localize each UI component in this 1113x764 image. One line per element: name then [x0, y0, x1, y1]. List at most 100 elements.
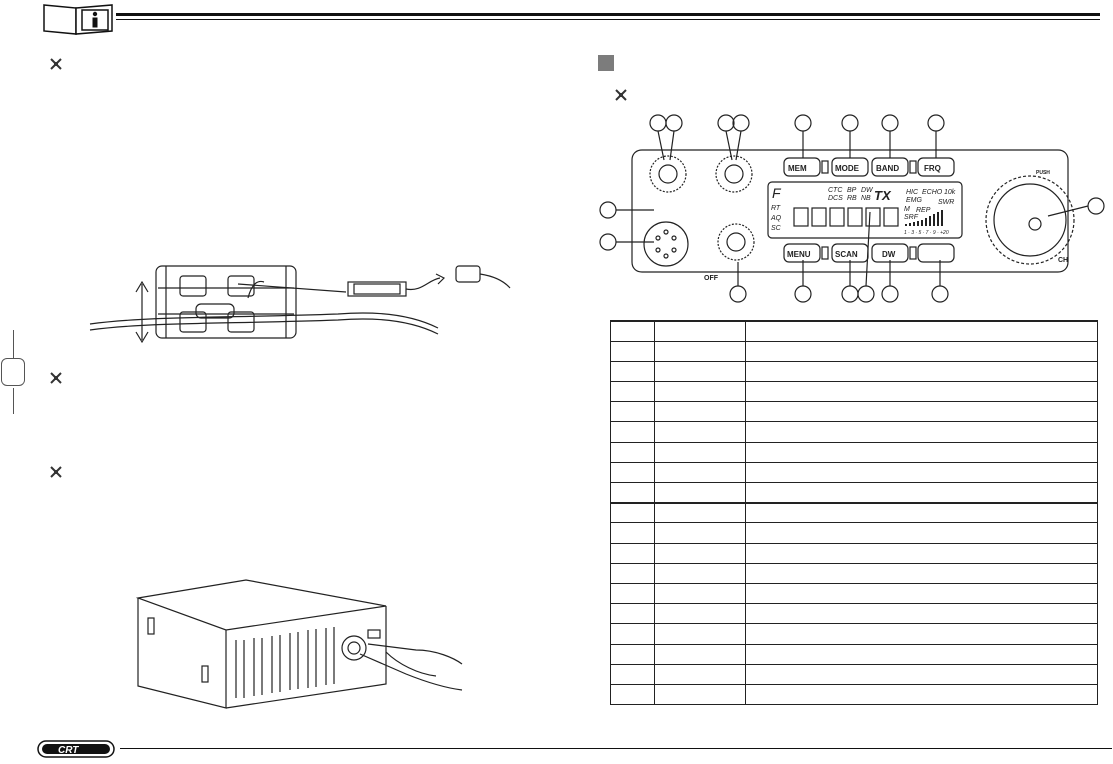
table-cell	[745, 683, 1098, 706]
table-cell	[654, 582, 746, 605]
table-cell	[654, 381, 746, 403]
table-cell	[610, 401, 655, 423]
table-cell	[654, 481, 746, 504]
table-cell	[654, 542, 746, 564]
table-row	[610, 481, 1098, 504]
table-cell	[745, 663, 1098, 685]
table-cell	[654, 421, 746, 443]
lcd-srf: SRF	[904, 214, 919, 221]
side-tab-line	[13, 330, 14, 358]
table-cell	[745, 562, 1098, 584]
table-cell	[610, 643, 655, 665]
table-cell	[610, 461, 655, 484]
band-button-label: BAND	[876, 164, 899, 173]
table-cell	[745, 643, 1098, 665]
cross-bullet-icon	[50, 372, 62, 384]
table-row	[610, 683, 1098, 706]
lcd-rt: RT	[771, 205, 781, 212]
table-cell	[654, 340, 746, 362]
table-cell	[654, 683, 746, 706]
table-cell	[654, 623, 746, 645]
table-cell	[610, 441, 655, 463]
side-tab-line	[13, 388, 14, 414]
table-cell	[745, 623, 1098, 645]
table-cell	[745, 441, 1098, 463]
table-row	[610, 582, 1098, 605]
off-label: OFF	[704, 275, 719, 282]
lcd-bp: BP	[847, 187, 857, 194]
table-cell	[654, 360, 746, 383]
lcd-emg: EMG	[906, 197, 923, 204]
table-cell	[745, 582, 1098, 605]
table-row	[610, 603, 1098, 625]
push-label: PUSH	[1036, 170, 1050, 176]
table-row	[610, 461, 1098, 484]
table-row	[610, 441, 1098, 463]
table-cell	[654, 501, 746, 524]
table-cell	[610, 562, 655, 584]
table-row	[610, 623, 1098, 645]
table-cell	[745, 461, 1098, 484]
table-cell	[610, 582, 655, 605]
lcd-swr: SWR	[938, 199, 954, 206]
ch-label: CH	[1058, 257, 1068, 264]
table-cell	[610, 522, 655, 544]
lcd-dcs: DCS	[828, 195, 843, 202]
table-cell	[745, 381, 1098, 403]
table-cell	[654, 643, 746, 665]
lcd-dw: DW	[861, 187, 874, 194]
cross-bullet-icon	[50, 466, 62, 478]
footer-rule	[120, 748, 1112, 749]
table-cell	[610, 501, 655, 524]
table-cell	[610, 340, 655, 362]
lcd-rep: REP	[916, 207, 931, 214]
lcd-aq: AQ	[770, 215, 782, 222]
lcd-rb: RB	[847, 195, 857, 202]
table-cell	[654, 401, 746, 423]
table-cell	[610, 319, 655, 342]
crt-logo: CRT	[36, 739, 116, 759]
table-row	[610, 522, 1098, 544]
table-cell	[745, 401, 1098, 423]
table-cell	[610, 663, 655, 685]
lcd-10k: 10k	[944, 189, 956, 196]
table-row	[610, 401, 1098, 423]
table-cell	[745, 319, 1098, 342]
table-cell	[654, 461, 746, 484]
table-cell	[745, 603, 1098, 625]
cross-bullet-icon	[50, 58, 62, 70]
table-cell	[745, 360, 1098, 383]
table-cell	[654, 603, 746, 625]
table-row	[610, 319, 1098, 342]
table-cell	[654, 319, 746, 342]
header-rule	[116, 13, 1100, 16]
lcd-hic: HIC	[906, 189, 919, 196]
table-row	[610, 340, 1098, 362]
frq-button-label: FRQ	[924, 164, 941, 173]
menu-button-label: MENU	[787, 250, 811, 259]
table-cell	[610, 542, 655, 564]
table-row	[610, 381, 1098, 403]
table-cell	[610, 603, 655, 625]
header-rule-thin	[116, 19, 1100, 20]
table-cell	[654, 663, 746, 685]
table-row	[610, 643, 1098, 665]
table-cell	[610, 421, 655, 443]
table-cell	[610, 623, 655, 645]
table-cell	[745, 522, 1098, 544]
lcd-f-label: F	[772, 185, 782, 201]
table-row	[610, 501, 1098, 524]
fuse-cable-illustration	[88, 258, 528, 353]
mem-button-label: MEM	[788, 164, 807, 173]
table-row	[610, 360, 1098, 383]
mode-button-label: MODE	[835, 164, 860, 173]
table-row	[610, 562, 1098, 584]
scan-button-label: SCAN	[835, 250, 858, 259]
table-cell	[745, 501, 1098, 524]
info-book-icon	[42, 1, 114, 35]
table-cell	[654, 522, 746, 544]
lcd-meter-scale: 1 · 3 · 5 · 7 · 9 · +20	[904, 230, 949, 236]
lcd-echo: ECHO	[922, 189, 943, 196]
side-tab	[1, 358, 25, 386]
radio-rear-antenna-illustration	[135, 578, 466, 715]
